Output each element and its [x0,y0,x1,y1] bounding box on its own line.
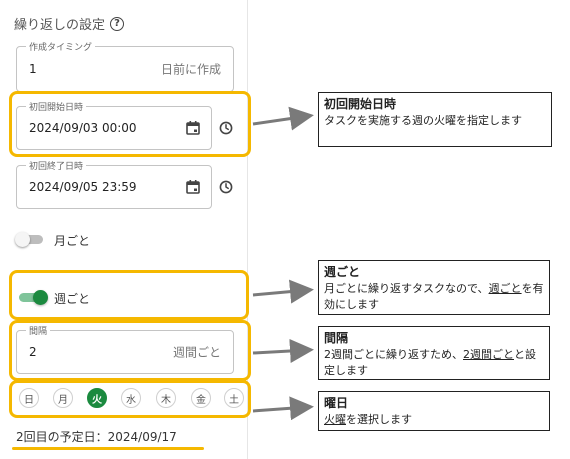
interval-label: 間隔 [26,324,51,337]
highlight-weekly [9,270,249,320]
first-end-label: 初回終了日時 [26,159,87,172]
callout-interval: 間隔 2週間ごとに繰り返すため、2週間ごとと設定します [318,326,550,380]
toggle-knob [33,290,48,305]
weekly-toggle[interactable] [17,290,48,305]
calendar-icon[interactable] [185,120,201,136]
creation-timing-suffix: 日前に作成 [160,62,221,77]
creation-timing-field[interactable]: 作成タイミング 1 日前に作成 [16,40,234,92]
arrow-interval [252,338,314,363]
first-start-value: 2024/09/03 00:00 [29,121,137,135]
callout-weekly: 週ごと 月ごとに繰り返すタスクなので、週ごとを有効にします [318,260,550,315]
first-end-datetime-field[interactable]: 初回終了日時 2024/09/05 23:59 [16,159,212,209]
callout-interval-title: 間隔 [324,331,349,345]
callout-weekday-body: 火曜を選択します [324,413,412,427]
weekday-tue[interactable]: 火 [87,388,107,408]
callout-weekday-title: 曜日 [324,396,349,410]
calendar-icon[interactable] [185,179,201,195]
highlight-interval [9,320,251,381]
first-start-label: 初回開始日時 [26,100,87,113]
weekday-sun[interactable]: 日 [19,388,39,408]
highlight-weekday [9,380,251,418]
arrow-weekly [252,279,314,304]
interval-field[interactable]: 間隔 2 週間ごと [16,324,234,374]
callout-first-start-title: 初回開始日時 [324,97,397,111]
callout-first-start: 初回開始日時 タスクを実施する週の火曜を指定します [318,92,552,147]
arrow-weekday [252,396,314,421]
monthly-toggle[interactable] [15,232,45,247]
arrow-first-start [252,106,314,131]
toggle-track [19,293,45,302]
first-start-datetime-field[interactable]: 初回開始日時 2024/09/03 00:00 [16,100,212,150]
highlight-next-date-underline [12,447,204,450]
interval-suffix: 週間ごと [172,345,221,360]
clock-icon[interactable] [219,121,233,135]
weekday-fri[interactable]: 金 [191,388,211,408]
clock-icon[interactable] [219,180,233,194]
next-scheduled-date: 2回目の予定日：2024/09/17 [16,430,177,444]
weekday-sat[interactable]: 土 [224,388,244,408]
help-icon[interactable]: ? [110,16,125,31]
toggle-track [17,235,43,244]
monthly-label: 月ごと [54,234,91,248]
callout-weekly-title: 週ごと [324,265,361,279]
section-title: 繰り返しの設定 ? [14,14,125,33]
toggle-knob [15,232,30,247]
creation-timing-label: 作成タイミング [26,40,96,53]
interval-value: 2 [29,345,37,359]
weekday-thu[interactable]: 木 [156,388,176,408]
highlight-first-start [9,91,251,157]
callout-weekly-body: 月ごとに繰り返すタスクなので、週ごとを有効にします [324,282,544,312]
callout-interval-body: 2週間ごとに繰り返すため、2週間ごとと設定します [324,348,536,378]
weekly-label: 週ごと [54,292,91,306]
creation-timing-value: 1 [29,62,37,76]
section-title-text: 繰り返しの設定 [14,18,106,33]
callout-weekday: 曜日 火曜を選択します [318,391,550,431]
weekday-wed[interactable]: 水 [121,388,141,408]
first-end-value: 2024/09/05 23:59 [29,180,137,194]
callout-first-start-body: タスクを実施する週の火曜を指定します [324,114,522,128]
weekday-mon[interactable]: 月 [53,388,73,408]
